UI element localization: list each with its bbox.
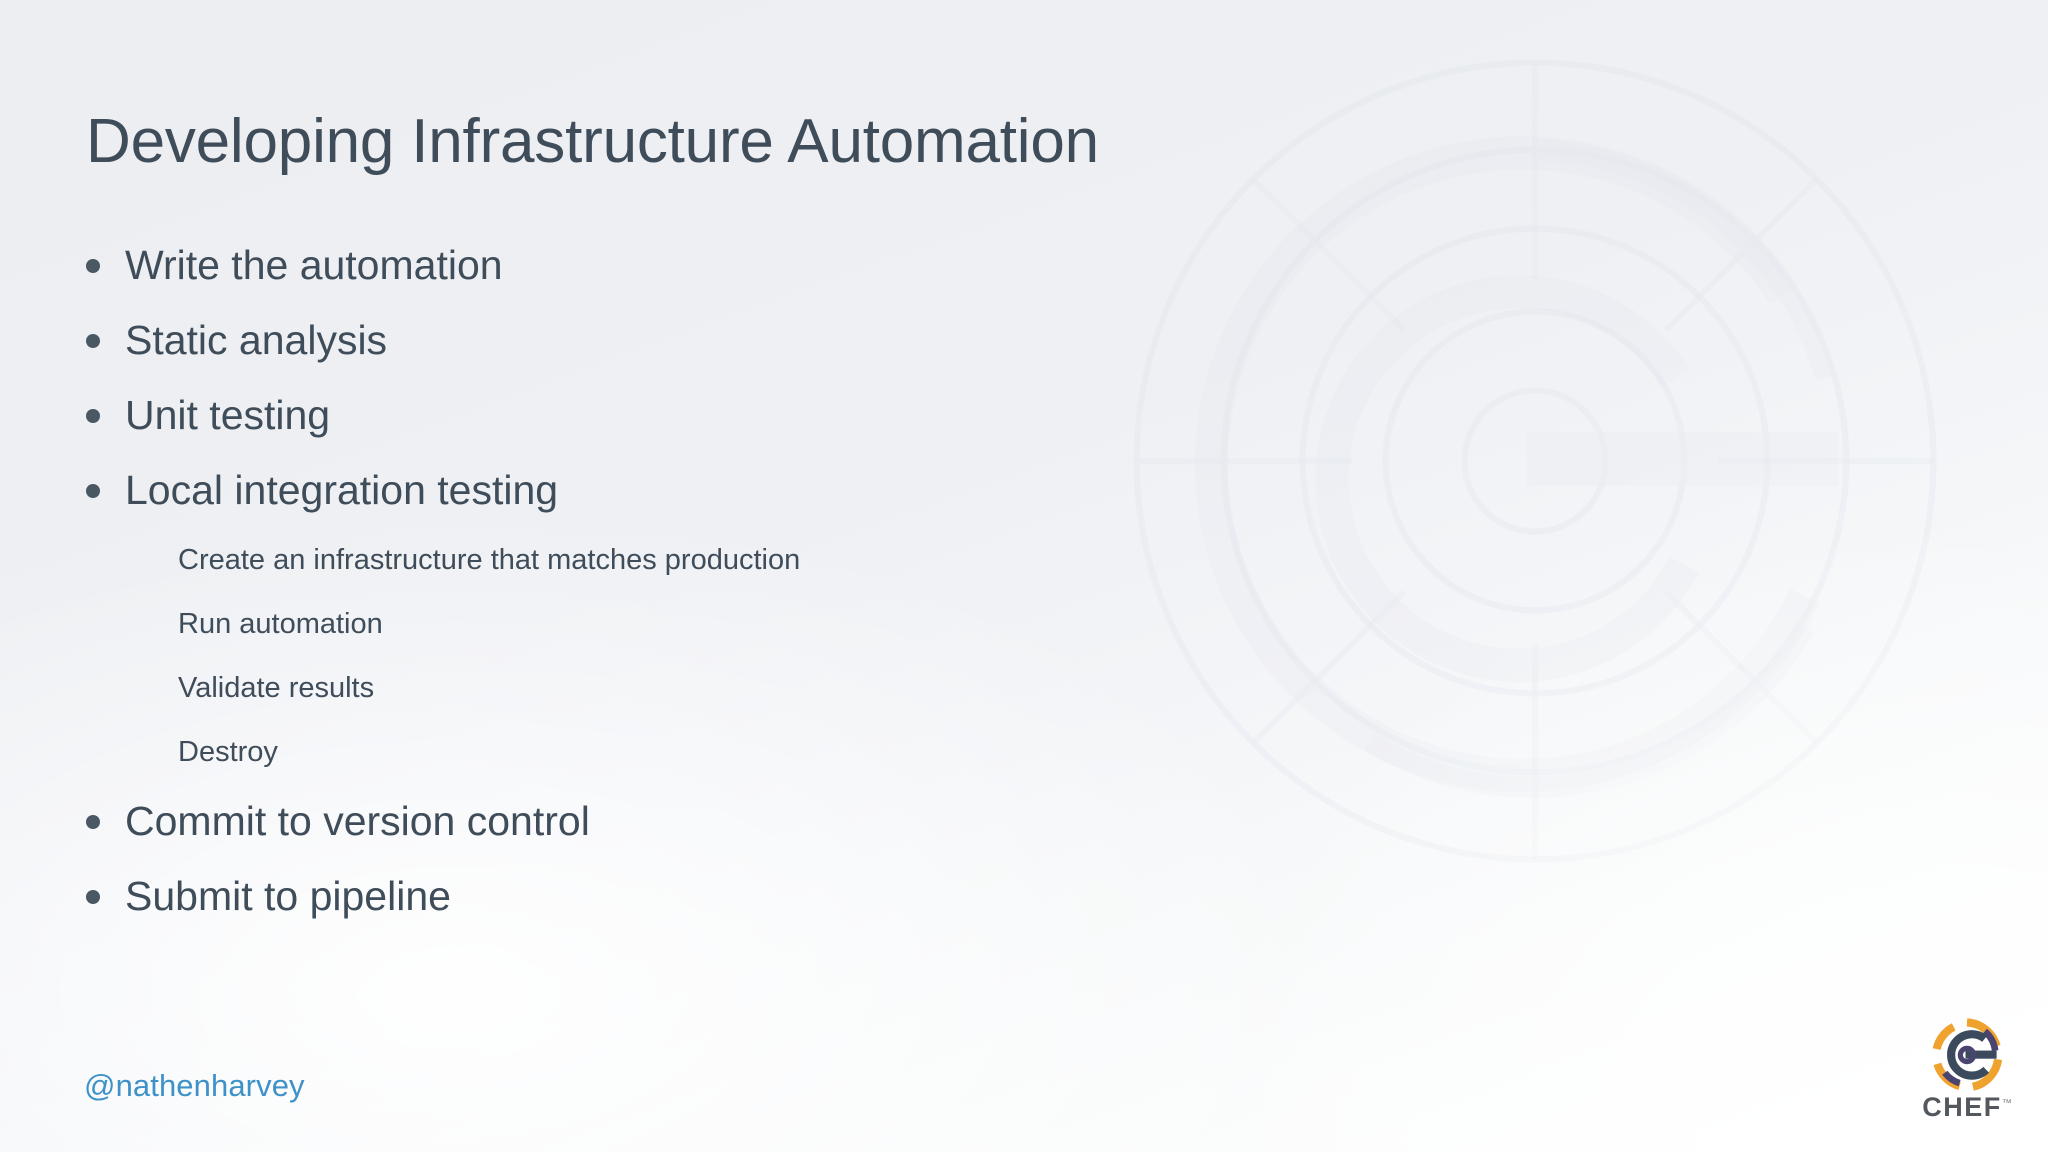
bullet-dot-icon: [86, 815, 100, 829]
background-watermark-chef-logo-icon: [1120, 46, 1950, 876]
sub-list-item: Run automation: [86, 592, 1236, 656]
list-item: Write the automation: [86, 228, 1236, 303]
sub-list-item-label: Destroy: [178, 736, 278, 768]
bullet-dot-icon: [86, 890, 100, 904]
chef-logo: CHEF™: [1908, 1018, 2026, 1136]
list-item: Commit to version control: [86, 784, 1236, 859]
sub-list-item-label: Validate results: [178, 672, 375, 704]
page-title: Developing Infrastructure Automation: [86, 106, 1099, 176]
bullet-list: Write the automation Static analysis Uni…: [86, 228, 1236, 934]
bullet-dot-icon: [86, 484, 100, 498]
sub-list-item-label: Run automation: [178, 608, 383, 640]
list-item-label: Submit to pipeline: [125, 873, 451, 919]
chef-circle-logo-icon: [1932, 1018, 2003, 1091]
chef-wordmark-text: CHEF: [1922, 1092, 2002, 1122]
list-item-label: Static analysis: [125, 317, 388, 363]
list-item: Local integration testing: [86, 453, 1236, 528]
list-item-label: Local integration testing: [125, 467, 559, 513]
list-item: Static analysis: [86, 303, 1236, 378]
chef-wordmark: CHEF™: [1922, 1094, 2012, 1121]
sub-list-item: Destroy: [86, 720, 1236, 784]
list-item: Unit testing: [86, 378, 1236, 453]
sub-list-item-label: Create an infrastructure that matches pr…: [178, 544, 801, 576]
sub-list-item: Create an infrastructure that matches pr…: [86, 528, 1236, 592]
list-item: Submit to pipeline: [86, 859, 1236, 934]
list-item-label: Unit testing: [125, 392, 331, 438]
bullet-dot-icon: [86, 409, 100, 423]
twitter-handle[interactable]: @nathenharvey: [84, 1068, 305, 1103]
list-item-label: Commit to version control: [125, 798, 590, 844]
bullet-dot-icon: [86, 334, 100, 348]
bullet-dot-icon: [86, 259, 100, 273]
list-item-label: Write the automation: [125, 242, 503, 288]
sub-list-item: Validate results: [86, 656, 1236, 720]
trademark-symbol: ™: [2001, 1098, 2012, 1109]
